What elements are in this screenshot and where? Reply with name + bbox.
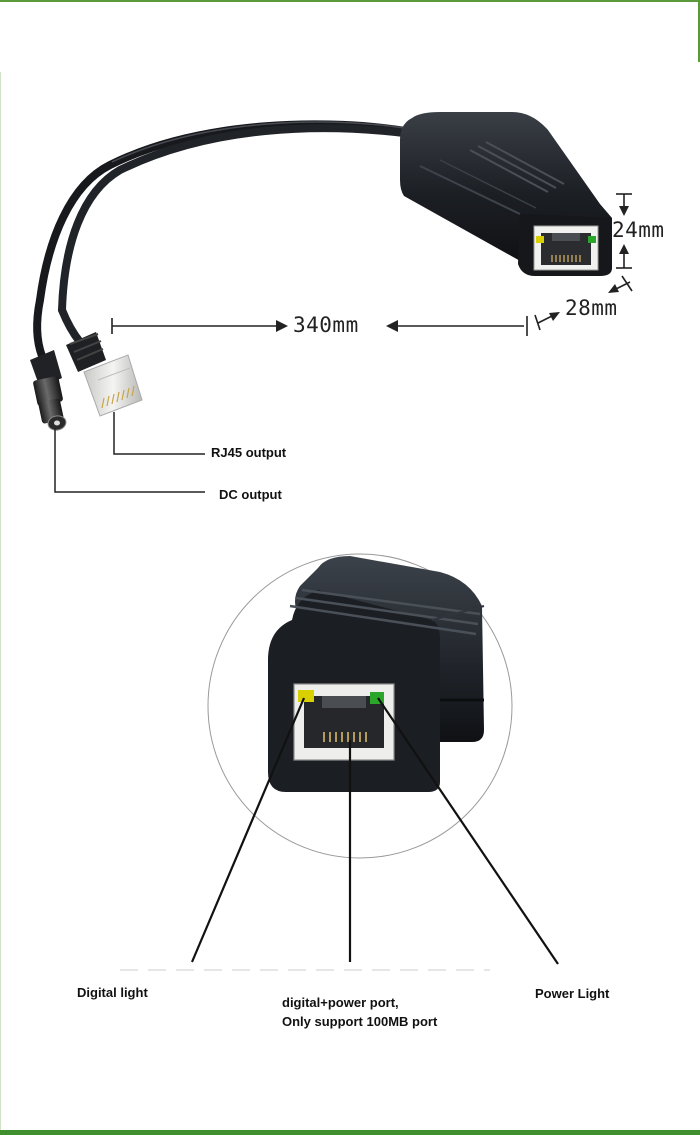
- rj45-output-label: RJ45 output: [211, 445, 287, 460]
- digital-light-label: Digital light: [77, 985, 148, 1000]
- rj45-plug-icon: [66, 332, 143, 417]
- dimension-height-label: 24mm: [612, 218, 665, 242]
- callout-lines-top: [54, 412, 205, 493]
- power-light-label: Power Light: [535, 986, 610, 1001]
- callout-lines-bottom: [190, 697, 559, 965]
- left-border: [0, 72, 1, 1135]
- bottom-border: [0, 1130, 700, 1135]
- right-border: [698, 0, 700, 62]
- dimension-width-label: 28mm: [565, 296, 618, 320]
- dc-plug-icon: [30, 350, 67, 431]
- dimension-height-arrow: [616, 193, 632, 269]
- top-border: [0, 0, 700, 2]
- rj45-jack-icon: [268, 556, 485, 792]
- dimension-length-label: 340mm: [293, 313, 359, 337]
- dimension-width-arrow: [534, 275, 633, 331]
- poe-splitter-photo-icon: [400, 112, 612, 276]
- dimension-length-arrow: [111, 316, 528, 336]
- dc-output-label: DC output: [219, 487, 282, 502]
- cables: [33, 120, 416, 360]
- port-description-line2: Only support 100MB port: [282, 1014, 438, 1029]
- port-description-line1: digital+power port,: [282, 995, 399, 1010]
